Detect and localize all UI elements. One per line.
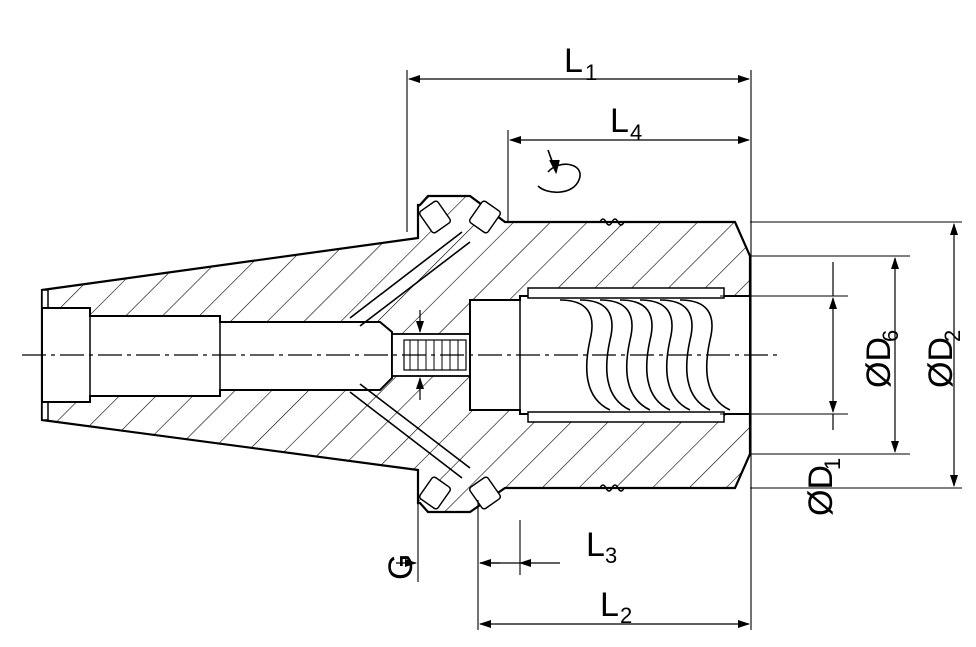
svg-text:L: L (600, 586, 619, 624)
svg-text:ØD: ØD (860, 337, 898, 388)
svg-text:6: 6 (878, 330, 903, 342)
label-D2: ØD 2 (922, 330, 965, 388)
extension-lines (406, 70, 962, 630)
tool-holder-body (40, 194, 752, 514)
label-L1: L 1 (564, 42, 597, 85)
svg-text:G: G (382, 554, 420, 580)
label-G: G (382, 554, 420, 580)
label-L3: L 3 (586, 526, 617, 568)
svg-text:1: 1 (820, 458, 845, 470)
label-L4: L 4 (610, 102, 642, 145)
svg-text:2: 2 (620, 603, 632, 628)
label-L2: L 2 (600, 586, 632, 628)
svg-text:L: L (610, 102, 629, 140)
svg-text:2: 2 (940, 330, 965, 342)
flange-inserts (418, 200, 502, 510)
helical-grooves (559, 299, 731, 411)
svg-text:ØD: ØD (922, 337, 960, 388)
coolant-channels (349, 231, 471, 479)
svg-text:ØD: ØD (802, 465, 840, 516)
label-D6: ØD 6 (860, 330, 903, 388)
svg-text:L: L (586, 526, 605, 564)
svg-text:3: 3 (605, 543, 617, 568)
dimension-lines (396, 75, 958, 628)
svg-text:L: L (564, 42, 583, 80)
label-D1: ØD 1 (802, 458, 845, 516)
svg-text:1: 1 (585, 60, 597, 85)
svg-text:4: 4 (630, 120, 642, 145)
rotation-arrow-icon (537, 149, 581, 194)
